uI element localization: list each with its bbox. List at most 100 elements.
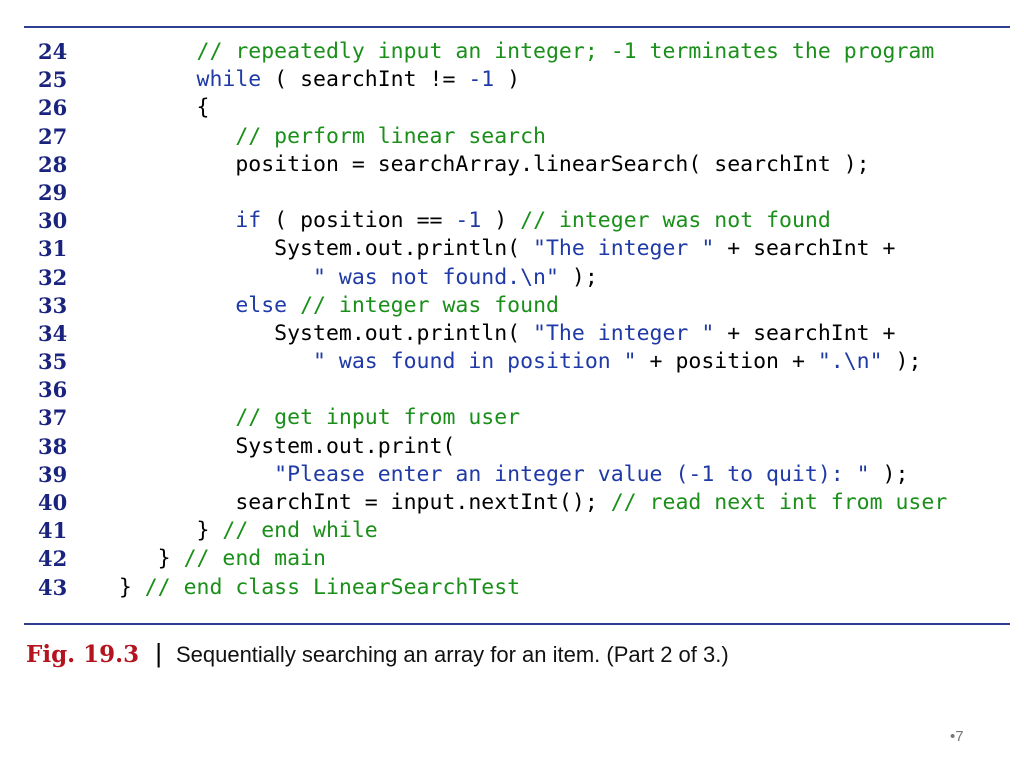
code-token: [80, 124, 235, 149]
line-number: 43: [38, 574, 68, 600]
line-number: 32: [38, 264, 68, 290]
caption-text: Sequentially searching an array for an i…: [175, 642, 729, 667]
code-token: + position +: [636, 349, 818, 375]
line-number: 41: [38, 518, 68, 544]
code-token: [80, 265, 313, 290]
code-line: 42 } // end main: [28, 545, 1008, 573]
code-text: System.out.println( "The integer " + sea…: [80, 320, 895, 348]
code-text: } // end while: [80, 517, 377, 545]
code-string: " was found in position ": [313, 349, 637, 375]
code-token: }: [80, 546, 184, 572]
code-string: "Please enter an integer value (-1 to qu…: [274, 461, 870, 487]
code-text: while ( searchInt != -1 ): [80, 66, 521, 94]
line-number: 34: [38, 320, 68, 346]
code-token: ): [481, 208, 521, 234]
code-line: 34 System.out.println( "The integer " + …: [28, 320, 1008, 348]
code-line: 25 while ( searchInt != -1 ): [28, 66, 1008, 94]
code-text: System.out.println( "The integer " + sea…: [80, 235, 895, 263]
code-token: [80, 405, 235, 430]
page-number: •7: [950, 728, 964, 745]
code-line: 41 } // end while: [28, 517, 1008, 545]
code-text: searchInt = input.nextInt(); // read nex…: [80, 489, 947, 517]
code-text: System.out.print(: [80, 433, 455, 461]
code-token: }: [80, 518, 223, 544]
code-line: 26 {: [28, 94, 1008, 122]
code-line: 37 // get input from user: [28, 404, 1008, 432]
code-token: + searchInt +: [714, 320, 896, 346]
code-token: );: [558, 264, 598, 290]
code-line: 24 // repeatedly input an integer; -1 te…: [28, 38, 1008, 66]
code-comment: // end main: [183, 546, 326, 572]
code-line: 32 " was not found.\n" );: [28, 264, 1008, 292]
caption-separator: |: [155, 638, 162, 668]
code-token: );: [882, 349, 922, 375]
code-token: ( searchInt !=: [261, 67, 469, 93]
code-line: 35 " was found in position " + position …: [28, 348, 1008, 376]
line-number: 36: [38, 377, 68, 403]
code-string: ".\n": [817, 349, 883, 375]
code-line: 43 } // end class LinearSearchTest: [28, 574, 1008, 602]
code-line: 40 searchInt = input.nextInt(); // read …: [28, 489, 1008, 517]
code-token: position = searchArray.linearSearch( sea…: [80, 151, 870, 177]
line-number: 30: [38, 208, 68, 234]
code-token: System.out.println(: [80, 236, 534, 262]
code-line: 33 else // integer was found: [28, 292, 1008, 320]
code-comment: // perform linear search: [235, 123, 547, 149]
code-string: "The integer ": [533, 320, 715, 346]
line-number: 24: [38, 39, 68, 64]
line-number: 40: [38, 490, 68, 515]
code-token: [80, 293, 235, 318]
code-text: else // integer was found: [80, 292, 559, 320]
code-keyword: while: [196, 67, 262, 93]
code-text: // repeatedly input an integer; -1 termi…: [80, 38, 935, 66]
code-line: 27 // perform linear search: [28, 123, 1008, 151]
line-number: 29: [38, 179, 68, 205]
code-number: -1: [468, 67, 495, 93]
line-number: 39: [38, 461, 68, 487]
code-number: -1: [455, 208, 482, 234]
code-line: 31 System.out.println( "The integer " + …: [28, 235, 1008, 263]
code-comment: // end class LinearSearchTest: [144, 574, 521, 600]
code-token: {: [80, 95, 210, 121]
code-comment: // read next int from user: [610, 490, 948, 515]
code-text: {: [80, 94, 209, 122]
code-line: 39 "Please enter an integer value (-1 to…: [28, 461, 1008, 489]
code-text: if ( position == -1 ) // integer was not…: [80, 207, 830, 235]
top-rule: [24, 26, 1010, 28]
line-number: 25: [38, 67, 68, 93]
code-string: " was not found.\n": [313, 264, 559, 290]
line-number: 28: [38, 151, 68, 177]
code-text: " was not found.\n" );: [80, 264, 598, 292]
code-comment: // integer was found: [300, 292, 559, 318]
code-text: // get input from user: [80, 404, 520, 432]
code-token: System.out.println(: [80, 320, 534, 346]
code-token: [80, 67, 197, 92]
code-token: );: [869, 461, 909, 487]
bottom-rule: [24, 623, 1010, 625]
code-text: " was found in position " + position + "…: [80, 348, 921, 376]
line-number: 31: [38, 236, 68, 262]
code-token: [80, 349, 313, 374]
code-line: 36: [28, 376, 1008, 404]
code-token: [80, 208, 235, 233]
line-number: 38: [38, 433, 68, 459]
line-number: 37: [38, 405, 68, 431]
line-number: 35: [38, 349, 68, 375]
code-text: // perform linear search: [80, 123, 546, 151]
code-string: "The integer ": [533, 236, 715, 262]
code-line: 30 if ( position == -1 ) // integer was …: [28, 207, 1008, 235]
figure-caption: Fig. 19.3 | Sequentially searching an ar…: [26, 638, 729, 669]
code-token: searchInt = input.nextInt();: [80, 490, 611, 515]
line-number: 26: [38, 95, 68, 121]
code-comment: // repeatedly input an integer; -1 termi…: [196, 39, 935, 64]
code-token: + searchInt +: [714, 236, 896, 262]
figure-label: Fig. 19.3: [26, 641, 140, 668]
code-token: ( position ==: [261, 208, 456, 234]
code-token: [80, 39, 197, 64]
code-line: 38 System.out.print(: [28, 433, 1008, 461]
code-line: 28 position = searchArray.linearSearch( …: [28, 151, 1008, 179]
line-number: 27: [38, 123, 68, 149]
code-token: ): [494, 67, 521, 93]
code-text: "Please enter an integer value (-1 to qu…: [80, 461, 908, 489]
